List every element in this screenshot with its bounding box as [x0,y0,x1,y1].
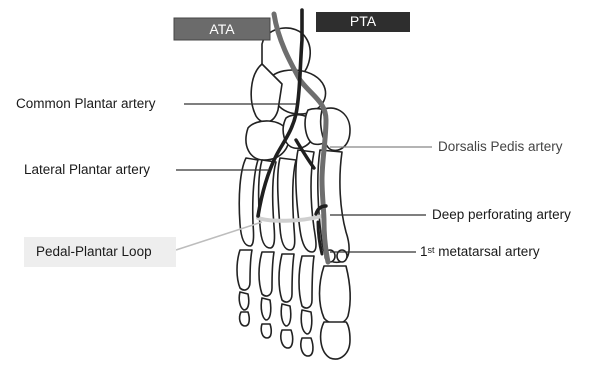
ata-box-label: ATA [174,18,270,40]
common-plantar-label: Common Plantar artery [16,96,156,112]
first-metatarsal-label: 1st metatarsal artery [420,244,540,260]
first-metatarsal-text: metatarsal artery [435,244,540,259]
metatarsal-5 [239,158,258,246]
toe-4-distal [261,324,271,338]
toe-2-middle [301,310,312,334]
toe-1-distal [321,322,350,359]
toe-2-distal [301,338,313,356]
toe-3-middle [281,304,291,326]
deep-perforating-label: Deep perforating artery [432,207,571,223]
foot-bones [237,28,350,359]
lateral-plantar-label: Lateral Plantar artery [24,162,150,178]
pta-box-label: PTA [316,11,410,31]
toe-3-distal [281,330,293,348]
toe-2-proximal [299,256,314,308]
toe-3-proximal [279,254,294,302]
toe-5-middle [239,292,249,310]
toe-4-proximal [259,252,274,296]
metatarsal-3 [278,158,296,250]
first-metatarsal-number: 1 [420,244,428,259]
dorsalis-pedis-label: Dorsalis Pedis artery [438,139,563,155]
toe-1-proximal [320,266,351,324]
first-metatarsal-superscript: st [428,245,435,255]
toe-4-middle [261,298,271,320]
toe-5-proximal [237,250,252,290]
toe-5-distal [240,312,250,326]
cuboid-bone [246,121,289,160]
pedal-plantar-loop-label: Pedal-Plantar Loop [36,244,152,259]
